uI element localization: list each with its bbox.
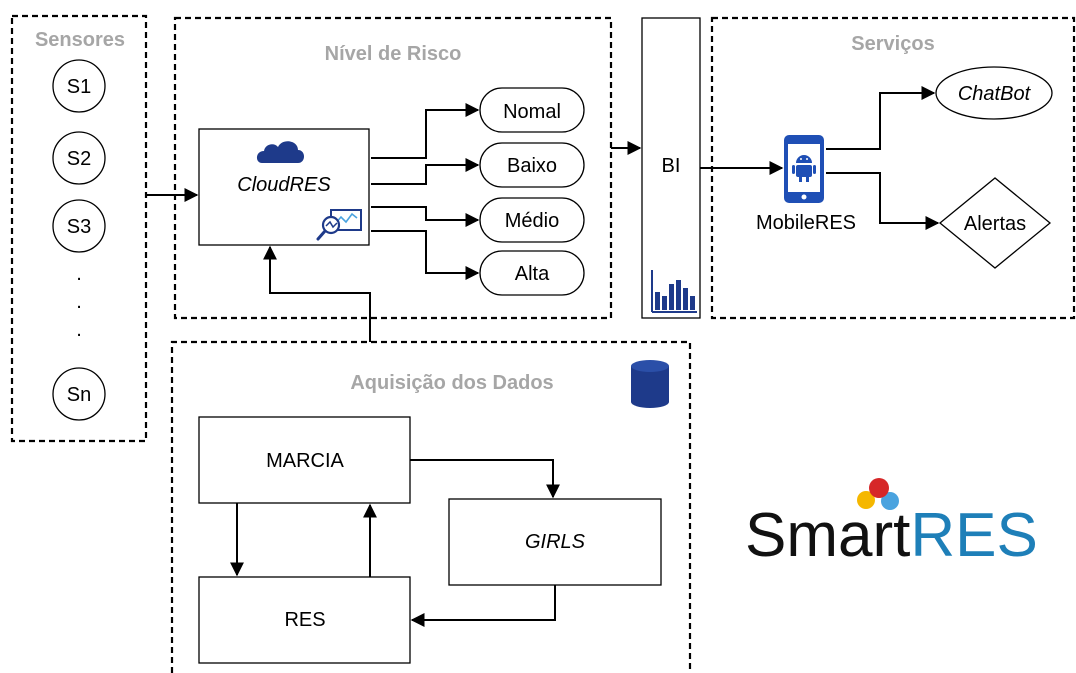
aquisicao-border [170, 340, 692, 673]
cloudres-to-medio-arrow [371, 206, 480, 227]
logo-wordmark: SmartRES [745, 501, 1038, 570]
sensor-ellipsis-dot-1: . [76, 263, 82, 285]
mobile-to-alertas-arrow [826, 172, 940, 230]
cloudres-to-nomal-arrow [371, 103, 480, 159]
mobile-to-chatbot-arrow [826, 86, 936, 150]
cloud-icon [256, 141, 304, 163]
monitor-chart-icon [316, 209, 362, 241]
sensor-s3-node [52, 199, 106, 253]
risk-alta-label: Alta [515, 263, 550, 285]
sensor-s2-label: S2 [67, 148, 91, 170]
nivel-risco-border [173, 16, 613, 320]
sensor-ellipsis-dot-2: . [76, 291, 82, 313]
res-label: RES [284, 609, 325, 631]
logo-dots-icon [857, 478, 899, 510]
servicos-title: Serviços [851, 33, 934, 55]
cloudres-to-baixo-arrow [371, 158, 480, 185]
sensor-ellipsis-dot-3: . [76, 319, 82, 341]
sensores-title: Sensores [35, 29, 125, 51]
nivel-risco-group: Nível de Risco CloudRES Nomal Baixo Médi… [173, 16, 613, 320]
connectors [146, 86, 940, 627]
sensores-group: Sensores S1 S2 S3 . . . Sn [10, 14, 148, 443]
bi-group: BI [641, 17, 701, 319]
bi-box [641, 17, 701, 319]
alertas-node [938, 177, 1052, 269]
aquisicao-to-cloudres-arrow [263, 245, 371, 342]
alertas-label: Alertas [964, 213, 1026, 235]
risk-nomal-pill [479, 87, 585, 133]
logo-smart-text: Smart [745, 501, 910, 570]
sensor-s2-node [52, 131, 106, 185]
girls-to-res-arrow [410, 585, 556, 627]
risk-baixo-label: Baixo [507, 155, 557, 177]
sensor-s1-label: S1 [67, 76, 91, 98]
sensor-s1-node [52, 59, 106, 113]
risk-medio-pill [479, 197, 585, 243]
servicos-group: Serviços MobileRES ChatBot Alertas [710, 16, 1076, 320]
bar-chart-icon [651, 270, 697, 313]
database-icon [631, 360, 669, 408]
marcia-to-girls-arrow [410, 459, 560, 499]
risk-baixo-pill [479, 142, 585, 188]
sensores-border [10, 14, 148, 443]
res-box [198, 576, 411, 664]
sensor-sn-node [52, 367, 106, 421]
sensor-sn-label: Sn [67, 384, 91, 406]
risk-nomal-label: Nomal [503, 101, 561, 123]
mobileres-label: MobileRES [756, 212, 856, 234]
cloudres-label: CloudRES [237, 174, 331, 196]
risk-medio-label: Médio [505, 210, 559, 232]
smartres-logo: SmartRES [745, 478, 1038, 570]
bi-label: BI [662, 155, 681, 177]
chatbot-node [935, 66, 1053, 120]
girls-label: GIRLS [525, 531, 586, 553]
sensor-s3-label: S3 [67, 216, 91, 238]
girls-box [448, 498, 662, 586]
marcia-label: MARCIA [266, 450, 344, 472]
cloudres-to-alta-arrow [371, 230, 480, 280]
logo-res-text: RES [910, 501, 1037, 570]
android-phone-icon [784, 135, 824, 203]
chatbot-label: ChatBot [958, 83, 1032, 105]
nivel-risco-title: Nível de Risco [325, 43, 462, 65]
marcia-box [198, 416, 411, 504]
aquisicao-group: Aquisição dos Dados MARCIA GIRLS RES [170, 340, 692, 673]
risk-alta-pill [479, 250, 585, 296]
aquisicao-title: Aquisição dos Dados [350, 372, 553, 394]
